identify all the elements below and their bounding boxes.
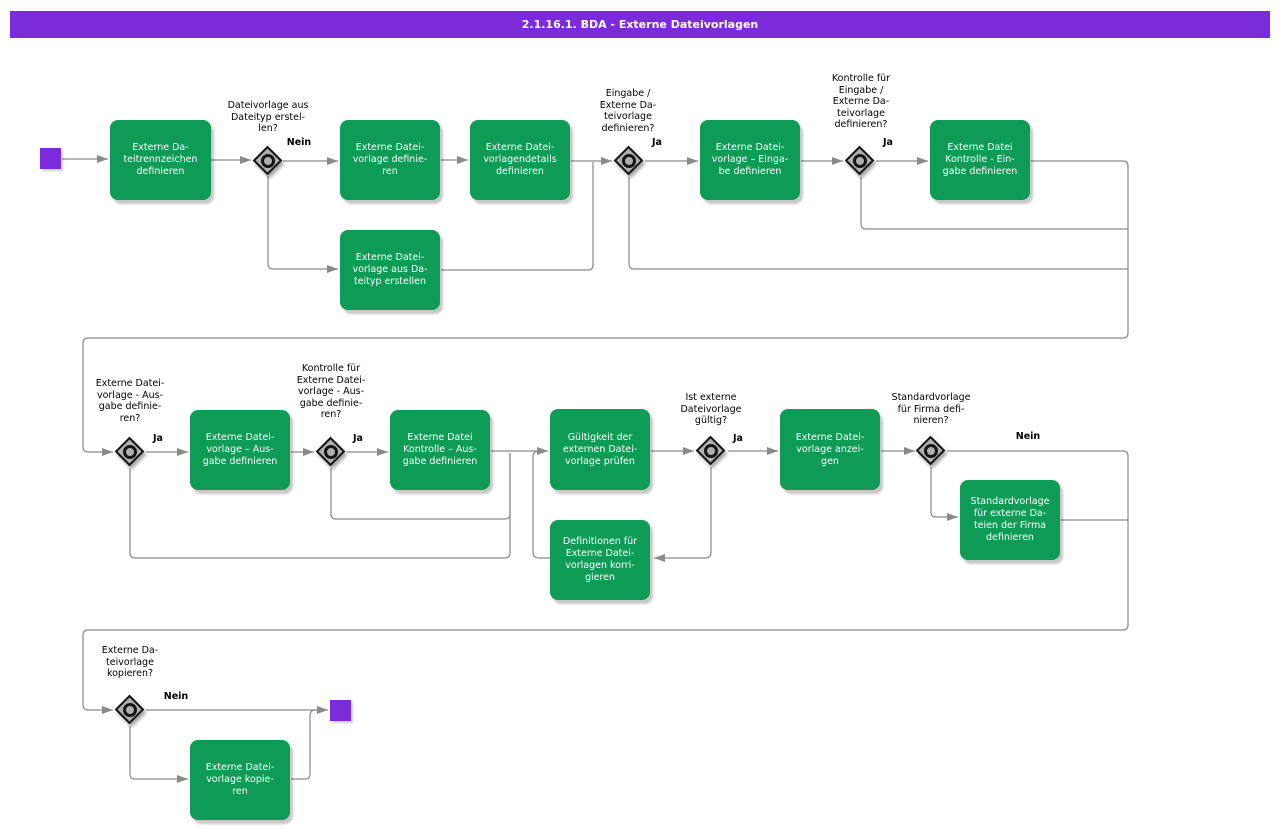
branch-label-ja: Ja [353,433,363,444]
question-vorlage-kopieren: Externe Da- teivorlage kopieren? [101,645,159,679]
activity-vorlage-anzeigen: Externe Datei- vorlage anzei- gen [780,409,880,490]
branch-label-ja: Ja [733,433,743,444]
decision-circle-icon [853,154,867,168]
activity-definitionen-korrigieren: Definitionen für Externe Datei- vorlagen… [550,520,650,600]
branch-label-nein: Nein [163,691,189,702]
branch-label-nein: Nein [286,137,312,148]
activity-standardvorlage-firma-definieren: Standardvorlage für externe Da- teien de… [960,480,1060,560]
branch-label-ja: Ja [652,137,662,148]
activity-kontrolle-ausgabe-definieren: Externe Datei Kontrolle – Aus- gabe defi… [390,410,490,490]
activity-dateitrennzeichen-definieren: Externe Da- teitrennzeichen definieren [110,120,211,200]
activity-kontrolle-eingabe-definieren: Externe Datei Kontrolle - Ein- gabe defi… [930,120,1030,200]
diagram-title-bar: 2.1.16.1. BDA - Externe Dateivorlagen [10,11,1270,38]
question-kontrolle-ausgabe: Kontrolle für Externe Datei- vorlage - A… [296,363,366,420]
decision-ausgabe-definieren [114,436,145,467]
activity-dateivorlage-definieren: Externe Datei- vorlage definie- ren [340,120,440,200]
decision-eingabe-definieren [613,145,644,176]
activity-vorlage-aus-dateityp-erstellen: Externe Datei- vorlage aus Da- teityp er… [340,230,440,310]
question-ausgabe-definieren: Externe Datei- vorlage - Aus- gabe defin… [95,378,165,424]
activity-vorlagendetails-definieren: Externe Datei- vorlagendetails definiere… [470,120,570,200]
question-eingabe-definieren: Eingabe / Externe Da- teivorlage definie… [599,88,657,134]
branch-label-ja: Ja [883,137,893,148]
decision-circle-icon [924,444,938,458]
flow-edges [62,155,1129,783]
decision-standardvorlage-firma [915,435,946,466]
branch-label-ja: Ja [153,433,163,444]
decision-dateityp-erstellen [252,145,283,176]
decision-vorlage-kopieren [114,694,145,725]
question-vorlage-gueltig: Ist externe Dateivorlage gültig? [680,392,742,426]
activity-vorlage-eingabe-definieren: Externe Datei- vorlage – Einga- be defin… [700,120,800,200]
start-node [40,148,61,169]
question-kontrolle-eingabe: Kontrolle für Eingabe / Externe Da- teiv… [831,73,891,130]
branch-label-nein: Nein [1015,431,1041,442]
decision-circle-icon [704,444,718,458]
decision-kontrolle-eingabe [844,145,875,176]
decision-circle-icon [261,154,275,168]
decision-circle-icon [123,703,137,717]
activity-gueltigkeit-pruefen: Gültigkeit der externen Datei- vorlage p… [550,409,650,490]
decision-kontrolle-ausgabe [315,436,346,467]
decision-circle-icon [123,445,137,459]
question-dateityp-erstellen: Dateivorlage aus Dateityp erstel- len? [227,100,309,134]
decision-vorlage-gueltig [695,435,726,466]
end-node [330,700,351,721]
activity-vorlage-ausgabe-definieren: Externe Datei- vorlage – Aus- gabe defin… [190,410,290,490]
decision-circle-icon [324,445,338,459]
question-standardvorlage-firma: Standardvorlage für Firma defi- nieren? [891,392,971,426]
activity-vorlage-kopieren: Externe Datei- vorlage kopie- ren [190,740,290,820]
decision-circle-icon [622,154,636,168]
